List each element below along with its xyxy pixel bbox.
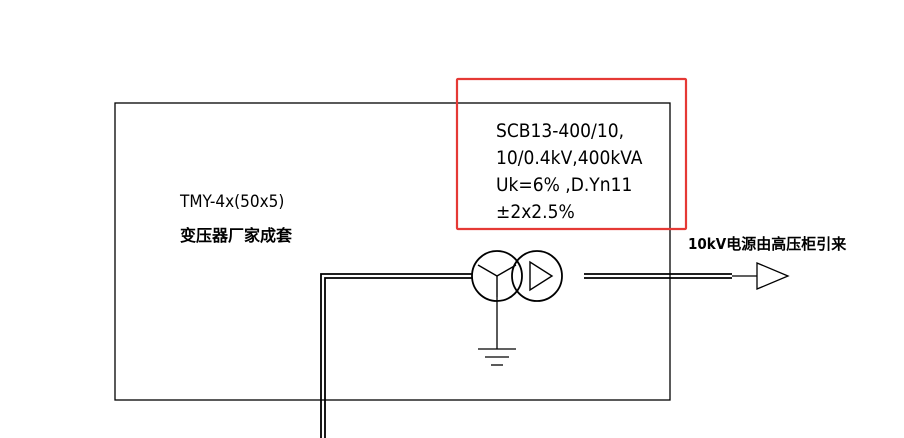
transformer-enclosure xyxy=(114,102,671,401)
spec-highlight-box xyxy=(455,77,688,231)
incoming-arrow-icon xyxy=(756,262,790,290)
transformer-spec-line-2: 10/0.4kV,400kVA xyxy=(496,147,643,169)
lv-busbar xyxy=(320,273,472,438)
ground-icon xyxy=(478,348,516,366)
busbar-spec: TMY-4x(50x5) xyxy=(179,192,284,212)
busbar-supply-note: 变压器厂家成套 xyxy=(180,226,293,245)
transformer-spec-line-1: SCB13-400/10, xyxy=(496,120,624,142)
incoming-source-label: 10kV电源由高压柜引来 xyxy=(688,235,847,253)
hv-cable xyxy=(584,273,732,279)
transformer-spec-line-4: ±2x2.5% xyxy=(496,201,575,223)
transformer-spec-line-3: Uk=6% ,D.Yn11 xyxy=(496,174,632,196)
transformer-star-delta-icon xyxy=(471,250,563,302)
transformer-spec: SCB13-400/10, 10/0.4kV,400kVA Uk=6% ,D.Y… xyxy=(496,120,643,223)
